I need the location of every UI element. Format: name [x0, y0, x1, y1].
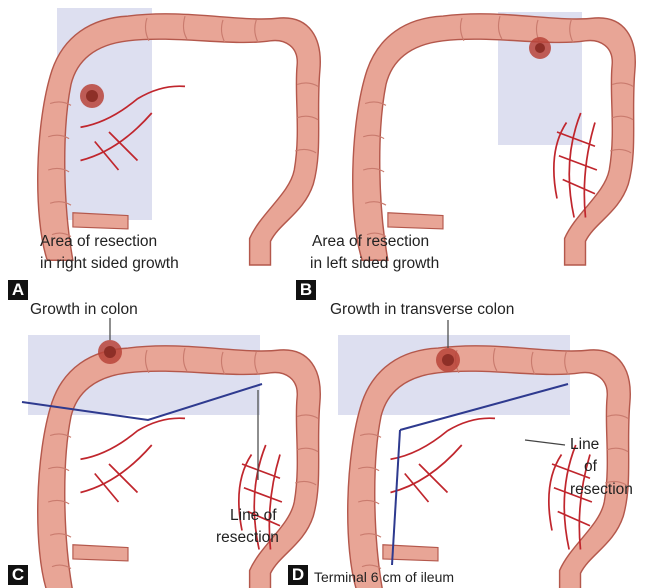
panel-d-line-label-1: Line	[570, 435, 599, 455]
resection-line	[392, 430, 400, 565]
panel-a-caption-line2: in right sided growth	[40, 254, 179, 274]
panel-b-diagram	[353, 12, 636, 265]
panel-d-line-label-3: resection	[570, 480, 633, 500]
panel-d-letter: D	[288, 565, 308, 585]
panel-c-line-label-1: Line of	[230, 506, 277, 526]
panel-c-letter: C	[8, 565, 28, 585]
panel-b-caption-line2: in left sided growth	[310, 254, 439, 274]
panel-a-letter: A	[8, 280, 28, 300]
panel-d-line-label-2: of	[584, 457, 597, 477]
panel-d-growth-label: Growth in transverse colon	[330, 300, 514, 320]
pointer-line	[525, 440, 565, 445]
panel-b-caption-line1: Area of resection	[312, 232, 429, 252]
panel-b-letter: B	[296, 280, 316, 300]
panel-c-growth-label: Growth in colon	[30, 300, 138, 320]
panel-c-line-label-2: resection	[216, 528, 279, 548]
panel-a-diagram	[38, 8, 321, 265]
panel-a-caption-line1: Area of resection	[40, 232, 157, 252]
panel-d-ileum-label: Terminal 6 cm of ileum	[314, 567, 454, 587]
